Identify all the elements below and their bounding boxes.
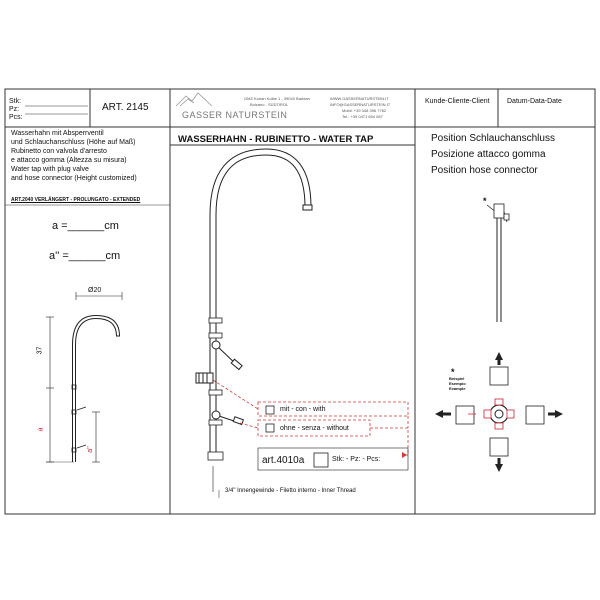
outer-frame	[4, 88, 596, 515]
dim-a-label: a	[37, 427, 45, 432]
website: WWW.GASSERNATURSTEIN.IT	[330, 96, 389, 101]
company-logo: GASSER NATURSTEIN	[182, 110, 288, 120]
position-arrows	[435, 352, 563, 472]
dim-a2-label: a''	[86, 446, 94, 453]
description-line: e attacco gomma (Altezza su misura)	[11, 157, 127, 164]
quantity-box	[313, 452, 329, 468]
mobile: Mobil: +39 348 396 7762	[342, 108, 387, 113]
position-line: Position hose connector	[431, 165, 538, 176]
dim-37-label: 37	[36, 346, 44, 355]
position-box-left	[455, 405, 475, 425]
description-line: Wasserhahn mit Absperrventil	[11, 130, 104, 137]
company-address-2: Bolzano - SÜDTIROL	[250, 102, 289, 107]
option-without-label: ohne - senza - without	[280, 425, 349, 432]
option-callout-frames	[212, 379, 409, 456]
position-line: Position Schlauchanschluss	[431, 133, 555, 144]
customer-label: Kunde-Cliente-Client	[425, 98, 490, 105]
small-tap-drawing	[46, 292, 123, 463]
description-line: and hose connector (Height customized)	[11, 175, 137, 182]
asterisk-marker: *	[483, 196, 487, 206]
without-checkbox	[265, 423, 275, 433]
extended-label: ART.2040 VERLÄNGERT - PROLUNGATO - EXTEN…	[11, 197, 141, 203]
position-heading: Position Schlauchanschluss Posizione att…	[431, 131, 555, 179]
telephone: Tel.: +39 0471 654 087	[342, 114, 383, 119]
position-line: Posizione attacco gomma	[431, 149, 546, 160]
logo-mountain-icon	[175, 92, 213, 107]
thread-label: 3/4" Innengewinde - Filetto interno - In…	[225, 488, 356, 494]
with-checkbox	[265, 405, 275, 415]
diameter-label: Ø20	[88, 287, 102, 294]
main-tap-drawing	[195, 148, 313, 498]
example-line: Example	[449, 386, 466, 391]
a2-measure-field: a'' =______cm	[49, 250, 121, 262]
product-description: Wasserhahn mit Absperrventil und Schlauc…	[11, 129, 137, 183]
stk-label: Stk:	[9, 98, 22, 105]
stk-pcs-label: Stk: - Pz: - Pcs:	[332, 456, 381, 463]
position-selector-diagram	[455, 366, 545, 457]
date-label: Datum-Data-Date	[507, 98, 562, 105]
option-with-label: mit - con - with	[280, 406, 326, 413]
position-box-top	[489, 366, 509, 386]
example-line: Esempio	[449, 381, 466, 386]
arrow-right-icon	[555, 410, 563, 418]
art-code-label: art.4010a	[262, 455, 305, 466]
arrow-up-icon	[495, 352, 503, 360]
asterisk-marker: *	[451, 367, 455, 377]
pz-label: Pz:	[9, 106, 20, 113]
description-line: und Schlauchanschluss (Höhe auf Maß)	[11, 139, 136, 146]
hose-connector-drawing	[486, 203, 510, 322]
email: INFO@GASSERNATURSTEIN.IT	[330, 102, 391, 107]
article-number: ART. 2145	[102, 102, 149, 113]
a-measure-field: a =______cm	[52, 220, 119, 232]
position-box-right	[525, 405, 545, 425]
description-line: Rubinetto con valvola d'arresto	[11, 148, 107, 155]
main-title: WASSERHAHN - RUBINETTO - WATER TAP	[178, 134, 374, 145]
company-address-1: GMZ Kurlan Kolbe 1 - 39040 Barbian	[244, 96, 310, 101]
arrow-down-icon	[495, 464, 503, 472]
description-line: Water tap with plug valve	[11, 166, 89, 173]
position-box-bottom	[489, 437, 509, 457]
arrow-left-icon	[435, 410, 443, 418]
example-line: Beispiel	[449, 376, 465, 381]
example-label: Beispiel Esempio Example	[449, 376, 466, 391]
pcs-label: Pcs:	[9, 114, 23, 121]
